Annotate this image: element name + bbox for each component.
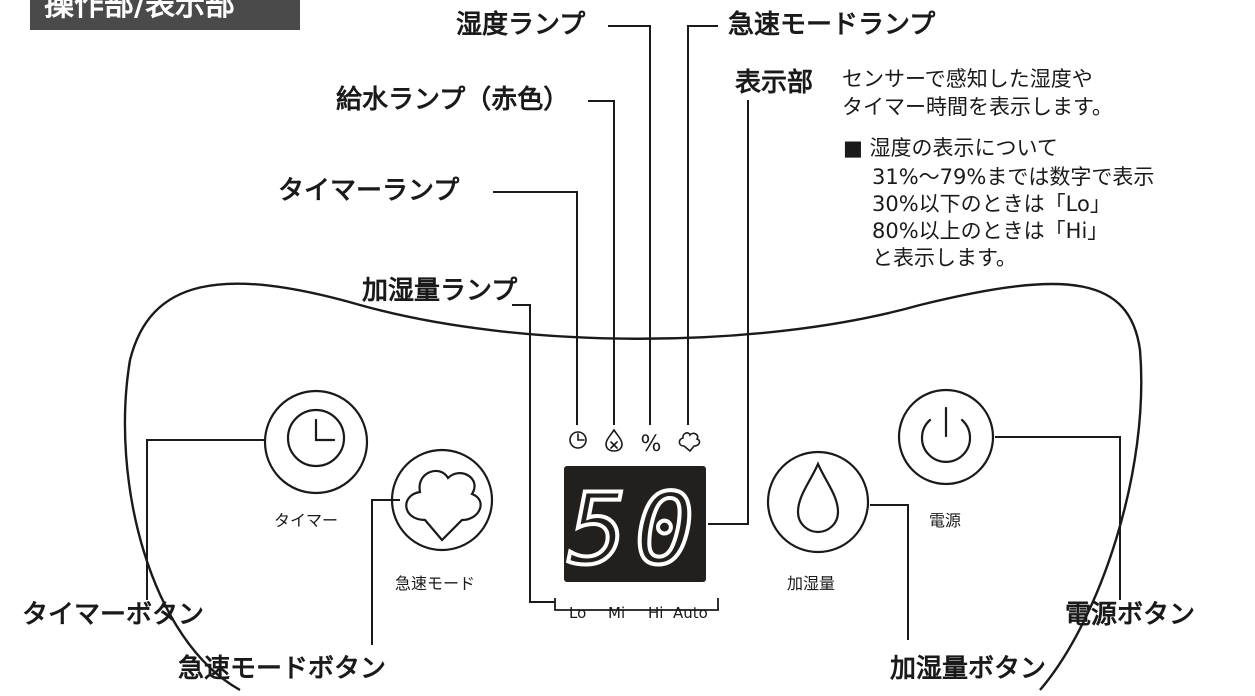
- volume-button[interactable]: [766, 450, 870, 554]
- power-button[interactable]: [897, 388, 995, 486]
- level-label-mi: Mi: [608, 604, 626, 622]
- quick-mode-button-label: 急速モード: [395, 574, 476, 593]
- section-header: 操作部/表示部: [30, 0, 300, 30]
- leader-humidity-lamp: [608, 25, 651, 425]
- leader-water-lamp: [588, 100, 615, 425]
- timer-button[interactable]: [263, 389, 369, 495]
- cloud-arrow-icon: [405, 469, 482, 542]
- leader-quick-button: [371, 499, 400, 645]
- water-drop-x-icon: [605, 428, 623, 452]
- power-button-label: 電源: [929, 511, 962, 530]
- display-desc-subheading: ■ 湿度の表示について: [843, 136, 1058, 160]
- humidity-lamp-symbol: %: [641, 432, 662, 457]
- callout-power-button: 電源ボタン: [1065, 600, 1196, 630]
- leader-timer-lamp: [493, 191, 578, 425]
- callout-quick-mode-lamp: 急速モードランプ: [728, 10, 936, 40]
- display-screen: [564, 466, 706, 582]
- leader-volume-lamp: [512, 304, 555, 603]
- display-desc-note3: 80%以上のときは「Hi」: [872, 219, 1109, 243]
- callout-humidity-lamp: 湿度ランプ: [456, 10, 586, 40]
- display-desc-note1: 31%〜79%までは数字で表示: [872, 165, 1155, 189]
- display-desc-line2: タイマー時間を表示します。: [842, 95, 1113, 119]
- callout-water-lamp: 給水ランプ（赤色）: [336, 85, 570, 115]
- leader-power-button: [995, 436, 1121, 600]
- callout-quick-mode-button: 急速モードボタン: [178, 654, 387, 684]
- leader-timer-button: [146, 439, 265, 600]
- timer-lamp-icon: [569, 431, 587, 449]
- display-desc-note2: 30%以下のときは「Lo」: [872, 192, 1111, 216]
- level-label-auto: Auto: [673, 604, 708, 622]
- power-icon: [920, 406, 972, 463]
- callout-timer-lamp: タイマーランプ: [278, 176, 460, 206]
- timer-button-label: タイマー: [274, 511, 339, 530]
- leader-display: [708, 100, 749, 525]
- level-bracket: [554, 598, 719, 611]
- level-label-lo: Lo: [569, 604, 587, 622]
- display-desc-note4: と表示します。: [872, 246, 1017, 270]
- quick-mode-button[interactable]: [390, 448, 494, 552]
- callout-timer-button: タイマーボタン: [22, 600, 205, 630]
- callout-volume-lamp: 加湿量ランプ: [362, 276, 518, 306]
- volume-button-label: 加湿量: [787, 574, 836, 593]
- clock-icon: [286, 408, 346, 468]
- display-desc-line1: センサーで感知した湿度や: [842, 67, 1093, 91]
- water-drop-icon: [796, 461, 840, 534]
- level-label-hi: Hi: [648, 604, 664, 622]
- panel-outline: [123, 282, 1143, 692]
- display-value: 50: [568, 473, 702, 587]
- callout-volume-button: 加湿量ボタン: [890, 654, 1047, 684]
- quick-lamp-icon: [678, 432, 701, 453]
- callout-display: 表示部: [735, 68, 814, 98]
- leader-volume-button: [870, 504, 909, 640]
- leader-quick-lamp: [687, 25, 718, 425]
